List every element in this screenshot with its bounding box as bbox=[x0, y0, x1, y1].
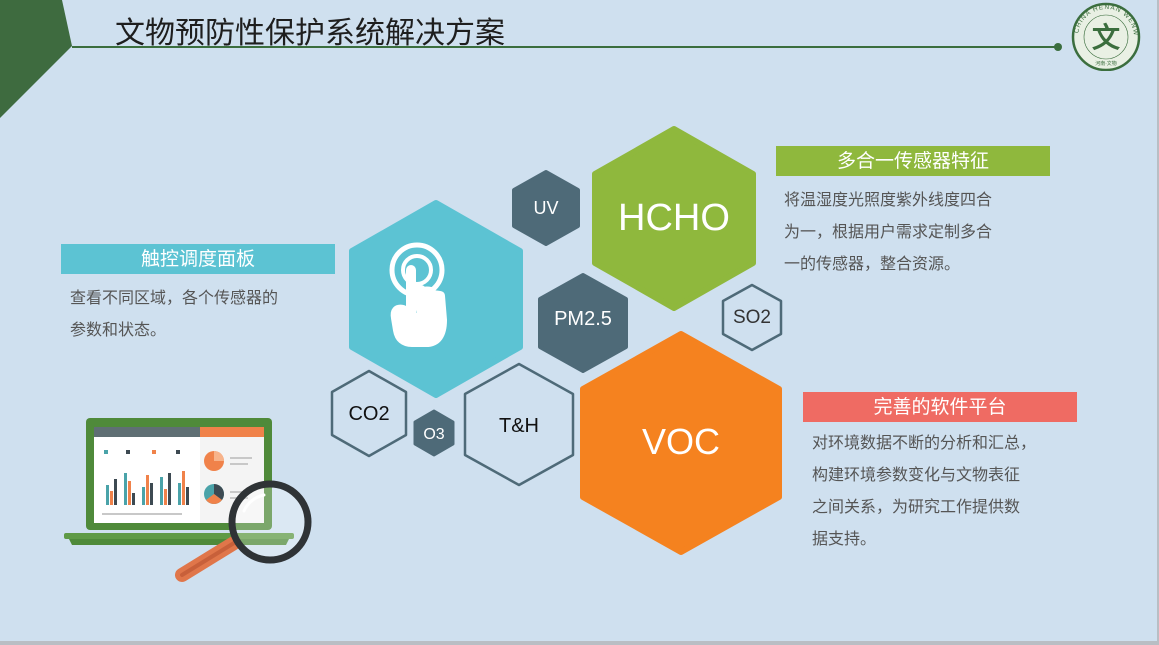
th-hex: T&H bbox=[463, 362, 575, 487]
o3-label: O3 bbox=[423, 426, 444, 443]
slide-right-border bbox=[1157, 0, 1159, 645]
touch-panel-description: 查看不同区域，各个传感器的 参数和状态。 bbox=[70, 282, 340, 346]
uv-hex: UV bbox=[512, 170, 580, 246]
sensor-desc-line: 为一，根据用户需求定制多合 bbox=[784, 222, 993, 241]
co2-hex: CO2 bbox=[330, 369, 408, 458]
touch-desc-line: 参数和状态。 bbox=[70, 320, 167, 339]
pm25-label: PM2.5 bbox=[554, 308, 612, 330]
voc-hex: VOC bbox=[580, 331, 782, 555]
slide-bottom-border bbox=[0, 641, 1159, 645]
pm25-hex: PM2.5 bbox=[538, 273, 628, 373]
software-platform-label: 完善的软件平台 bbox=[803, 392, 1077, 422]
magnifying-glass-icon bbox=[175, 480, 312, 582]
hcho-hex: HCHO bbox=[592, 126, 756, 311]
so2-label: SO2 bbox=[733, 307, 771, 328]
touch-finger-icon bbox=[389, 242, 447, 347]
so2-hex: SO2 bbox=[721, 283, 783, 352]
title-underline-dot bbox=[1054, 43, 1062, 51]
co2-label: CO2 bbox=[348, 403, 389, 425]
sensor-desc-line: 一的传感器，整合资源。 bbox=[784, 254, 961, 273]
o3-hex: O3 bbox=[413, 409, 455, 457]
touch-panel-label: 触控调度面板 bbox=[61, 244, 335, 274]
sensor-feature-description: 将温湿度光照度紫外线度四合 为一，根据用户需求定制多合 一的传感器，整合资源。 bbox=[784, 184, 1064, 280]
th-label: T&H bbox=[499, 415, 539, 437]
software-desc-line: 对环境数据不断的分析和汇总， bbox=[812, 433, 1037, 452]
page-title: 文物预防性保护系统解决方案 bbox=[115, 16, 505, 51]
hcho-label: HCHO bbox=[618, 197, 730, 239]
logo-seal: CHINA HENAN WENWU 文 河南·文物 bbox=[1064, 1, 1141, 71]
software-platform-description: 对环境数据不断的分析和汇总， 构建环境参数变化与文物表征 之间关系，为研究工作提… bbox=[812, 427, 1102, 555]
voc-label: VOC bbox=[642, 421, 720, 462]
corner-triangle bbox=[0, 0, 72, 118]
sensor-desc-line: 将温湿度光照度紫外线度四合 bbox=[784, 190, 993, 209]
software-desc-line: 之间关系，为研究工作提供数 bbox=[812, 497, 1021, 516]
sensor-feature-label: 多合一传感器特征 bbox=[776, 146, 1050, 176]
uv-label: UV bbox=[533, 198, 558, 218]
software-desc-line: 构建环境参数变化与文物表征 bbox=[812, 465, 1021, 484]
touch-desc-line: 查看不同区域，各个传感器的 bbox=[70, 288, 279, 307]
title-underline bbox=[72, 46, 1058, 48]
logo-bottom-text: 河南·文物 bbox=[1095, 60, 1117, 67]
touch-hex bbox=[349, 200, 523, 398]
software-desc-line: 据支持。 bbox=[812, 529, 877, 548]
laptop-analytics-icon bbox=[64, 418, 312, 582]
logo-center-glyph: 文 bbox=[1092, 21, 1120, 54]
